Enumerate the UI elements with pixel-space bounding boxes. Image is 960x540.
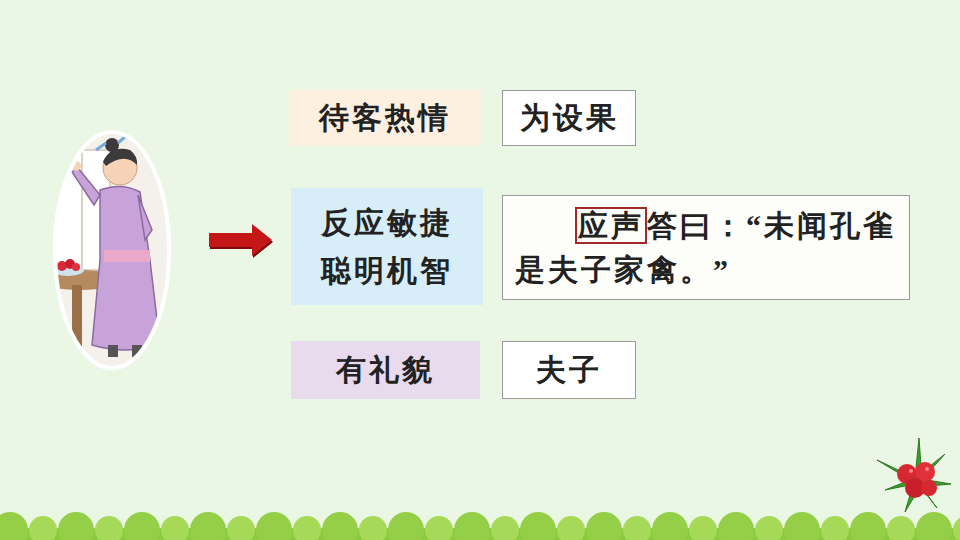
box-text: 为设果 bbox=[520, 100, 619, 136]
trait-label: 待客热情 bbox=[289, 90, 481, 146]
box-text: 待客热情 bbox=[319, 100, 451, 136]
boy-figure bbox=[40, 128, 180, 373]
trait-label: 反应敏捷 聪明机智 bbox=[291, 188, 483, 305]
quote-text: 答曰：“未闻孔雀是夫子家禽。” bbox=[515, 209, 896, 286]
evidence-box: 为设果 bbox=[502, 90, 636, 146]
trait-label: 有礼貌 bbox=[291, 341, 480, 399]
box-text: 反应敏捷 聪明机智 bbox=[318, 199, 456, 295]
grass-border bbox=[0, 512, 960, 540]
berry-decoration bbox=[877, 438, 951, 512]
evidence-box: 夫子 bbox=[502, 341, 636, 399]
red-arrow bbox=[209, 224, 273, 258]
box-text: 夫子 bbox=[536, 352, 602, 388]
highlighted-word: 应声 bbox=[575, 207, 647, 244]
quote-box: 应声答曰：“未闻孔雀是夫子家禽。” bbox=[502, 195, 910, 300]
box-text: 有礼貌 bbox=[336, 352, 435, 388]
